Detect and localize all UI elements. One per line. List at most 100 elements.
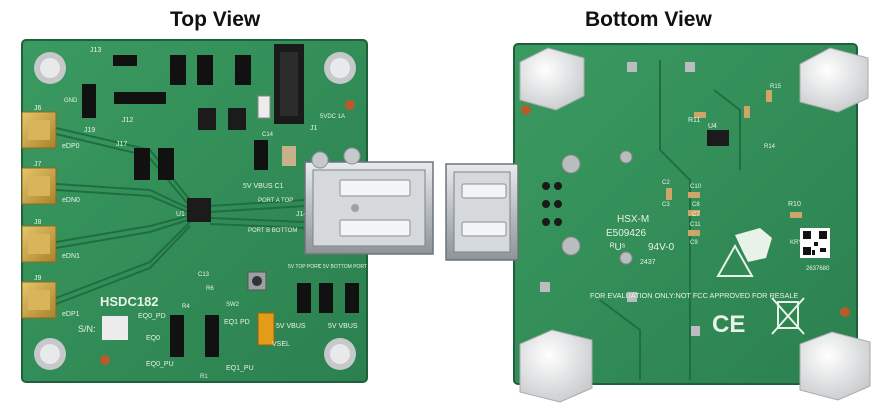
label-j12: J12	[122, 117, 133, 124]
label-c7: C7	[692, 212, 700, 218]
label-j1: J1	[310, 125, 318, 132]
label-top-port: 5V TOP PORT	[288, 264, 321, 270]
via-pad	[840, 307, 850, 317]
label-c14: C14	[262, 132, 274, 138]
sma-connector-j7	[21, 167, 57, 205]
capacitor	[282, 146, 296, 166]
esd-warning-icon	[716, 243, 754, 277]
led	[257, 95, 271, 119]
label-rating: 94V-0	[648, 242, 675, 253]
signal-traces	[55, 127, 306, 305]
label-j8: J8	[34, 219, 42, 226]
label-eq1-pd: EQ1 PD	[224, 319, 250, 326]
bottom-silkscreen: HSX-M E509426 ᴿUˢ 94V-0 2437 FOR EVALUAT…	[590, 84, 830, 338]
label-c2: C2	[662, 180, 670, 186]
label-eq1-pu: EQ1_PU	[226, 365, 254, 372]
ic-chip	[198, 108, 216, 130]
label-j9: J9	[34, 275, 42, 282]
mounting-hole	[34, 338, 66, 370]
ti-logo-icon	[735, 228, 772, 262]
standoff	[519, 47, 585, 111]
label-r14: R14	[764, 144, 776, 150]
usb-a-connector-bottom	[445, 163, 519, 261]
board-part-label: HSDC182	[100, 294, 159, 309]
serial-label: S/N:	[78, 324, 96, 334]
label-kry: KRY	[790, 240, 802, 246]
label-5vdc: 5VDC 1A	[320, 114, 345, 120]
bottom-traces	[599, 60, 741, 380]
standoff	[799, 47, 869, 113]
label-c11: C11	[690, 222, 701, 228]
top-board: HSDC182 S/N: J6 eDP0 J7 eDN0 J8 eDN1 J9 …	[21, 39, 434, 383]
via-pad	[521, 105, 531, 115]
standoff	[519, 329, 593, 403]
label-j6: J6	[34, 105, 42, 112]
label-edn0: eDN0	[62, 197, 80, 204]
label-r6: R6	[206, 286, 214, 292]
ic-u4	[707, 130, 729, 146]
label-u4: U4	[708, 123, 717, 130]
label-c9: C9	[690, 240, 698, 246]
sma-connector-j8	[21, 225, 57, 263]
push-button-sw2-cap	[252, 276, 262, 286]
label-ul: ᴿUˢ	[610, 242, 626, 253]
label-gnd: GND	[64, 98, 78, 104]
usb-a-connector-top	[304, 147, 434, 255]
label-r10: R10	[788, 201, 801, 208]
label-r1: R1	[200, 374, 208, 380]
label-sw2: SW2	[226, 302, 240, 308]
qr-code	[800, 228, 830, 258]
top-silkscreen: HSDC182 S/N: J6 eDP0 J7 eDN0 J8 eDN1 J9 …	[34, 47, 367, 380]
label-eval: FOR EVALUATION ONLY:NOT FCC APPROVED FOR…	[590, 291, 798, 300]
ce-mark: CE	[712, 311, 745, 338]
standoff	[799, 331, 871, 401]
label-j7: J7	[34, 161, 42, 168]
label-eq0-pu: EQ0_PU	[146, 361, 174, 368]
label-j14: J14	[296, 211, 307, 218]
top-view-heading: Top View	[170, 8, 261, 31]
label-barcode-number: 2637680	[806, 266, 830, 272]
label-port-a: PORT A TOP	[258, 198, 293, 204]
mounting-hole	[34, 52, 66, 84]
serial-number-box	[102, 316, 128, 340]
label-r11: R11	[688, 117, 700, 124]
label-vbus-2: 5V VBUS	[328, 323, 358, 330]
vsel-switch	[257, 312, 275, 346]
passive-components	[666, 90, 802, 236]
jumper-header	[82, 55, 359, 357]
label-eq0-pd: EQ0_PD	[138, 313, 166, 320]
label-c10: C10	[690, 184, 702, 190]
via-pad	[345, 100, 355, 110]
ic-u1	[187, 198, 211, 222]
label-vbus-1: 5V VBUS	[276, 323, 306, 330]
label-edp1: eDP1	[62, 311, 80, 318]
weee-bin-icon	[771, 297, 805, 335]
bottom-board: HSX-M E509426 ᴿUˢ 94V-0 2437 FOR EVALUAT…	[445, 43, 871, 403]
label-j13: J13	[90, 47, 101, 54]
sma-connector-j9	[21, 281, 57, 319]
label-j19: J19	[84, 127, 95, 134]
label-c3: C3	[662, 202, 670, 208]
label-date-code: 2437	[640, 259, 656, 266]
label-hsx: HSX-M	[617, 214, 649, 225]
mounting-hole	[324, 52, 356, 84]
label-code: E509426	[606, 228, 646, 239]
label-port-b: PORT B BOTTOM	[248, 228, 297, 234]
bottom-view-heading: Bottom View	[585, 8, 712, 31]
via-pad	[100, 355, 110, 365]
label-j17: J17	[116, 141, 127, 148]
label-r4: R4	[182, 304, 190, 310]
mounting-hole	[324, 338, 356, 370]
label-c13: C13	[198, 272, 210, 278]
ic-chip	[228, 108, 246, 130]
label-vsel: VSEL	[272, 341, 290, 348]
label-r15: R15	[770, 84, 782, 90]
label-c8: C8	[692, 202, 700, 208]
label-bottom-port: C 5V BOTTOM PORT	[318, 264, 367, 270]
label-edp0: eDP0	[62, 143, 80, 150]
through-hole-pads	[540, 62, 700, 336]
dc-barrel-jack-opening	[280, 52, 298, 116]
label-edn1: eDN1	[62, 253, 80, 260]
sma-connector-j6	[21, 111, 57, 149]
